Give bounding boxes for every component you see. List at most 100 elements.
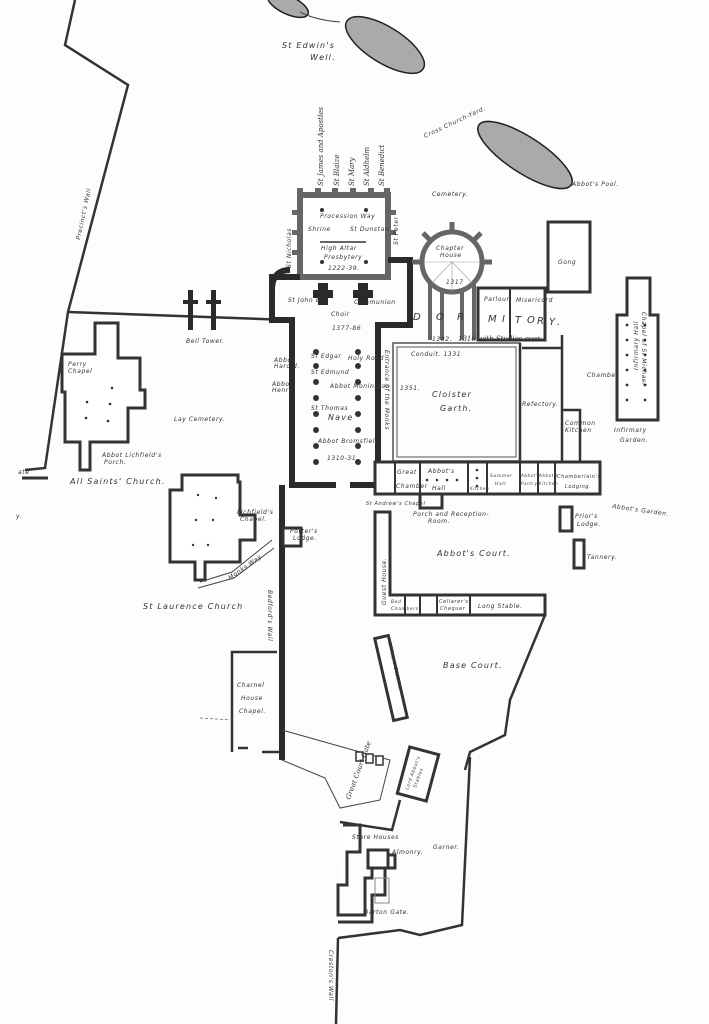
label-abbots-garden: Abbot's Garden. — [611, 503, 670, 518]
label-procession-way: Procession Way — [320, 213, 375, 220]
well-basin-upper — [266, 0, 310, 19]
label-pantry-1: Abbot's — [520, 473, 540, 478]
label-abbots-hall-2: Hall — [432, 485, 446, 492]
label-cellarer-2: Chequer — [440, 606, 466, 612]
refectory-walls — [518, 335, 582, 470]
label-abbots-pool: Abbot's Pool. — [571, 181, 619, 188]
monks-way-path-edge — [197, 547, 275, 589]
label-cloister-garth-1: Cloister — [432, 390, 472, 399]
label-dorm-o2: O — [527, 315, 538, 326]
label-st-edgar: St Edgar — [311, 353, 341, 360]
label-summer-hall-2: Hall — [495, 481, 506, 487]
label-chapter-date: 1317 — [446, 279, 464, 286]
base-court-boundary — [463, 614, 547, 771]
label-well-2: Well. — [310, 53, 336, 62]
label-abbots-kitchen-1: Abbot's — [538, 473, 558, 478]
label-abbot-bromsfield: Abbot Bromsfield — [317, 438, 379, 445]
gate-piers — [355, 751, 384, 766]
abbots-pool — [477, 120, 573, 190]
label-common-kitchen-2: Kitchen — [565, 427, 592, 434]
guest-house-range — [373, 510, 547, 617]
bell-tower — [183, 290, 221, 330]
label-chapel-4: St Aldhelm — [363, 147, 371, 186]
garner-boundary — [337, 756, 472, 940]
church-east-walls — [350, 257, 413, 488]
label-dorm-o: O — [436, 312, 447, 323]
st-laurence-pillars — [191, 493, 218, 547]
label-crestons-wall: Creston's Wall — [327, 950, 334, 1001]
label-porch-reception-1: Porch and Reception- — [413, 511, 489, 518]
label-st-dunstan: St Dunstan — [350, 226, 389, 233]
label-st-john: St John B. — [288, 297, 323, 304]
label-great-chamber-2: Chamber — [396, 483, 428, 490]
label-shrine: Shrine — [308, 226, 331, 233]
abbey-church — [269, 188, 413, 488]
label-cloister-date: 1351. — [400, 385, 420, 392]
label-gate-fragment: ate — [18, 469, 30, 476]
almonry-building — [366, 848, 390, 870]
label-tannery: Tannery. — [587, 554, 617, 561]
label-abbots-court: Abbot's Court. — [436, 549, 511, 558]
tannery — [572, 538, 586, 570]
label-dorm-r: R — [457, 312, 467, 323]
label-abbot-monington: Abbot Monington — [329, 383, 390, 390]
label-abbot-henry-1: Abbot — [271, 381, 293, 388]
label-st-edmund: St Edmund — [311, 369, 349, 376]
label-parlour: Parlour — [484, 296, 510, 303]
label-chapter-house-2: House — [440, 252, 462, 259]
label-infirmary-hall: Infirmary Hall — [633, 321, 640, 370]
label-chapel-2: St Blaize — [333, 155, 341, 186]
label-well-1: St Edwin's — [282, 41, 335, 50]
label-lichfield-chapel-2: Chapel. — [240, 516, 267, 523]
label-kitchen: Kitchen — [470, 486, 489, 491]
label-lichfield-porch-1: Abbot Lichfield's — [101, 452, 162, 459]
label-charnel-3: Chapel. — [239, 708, 266, 715]
label-abbot-harold-2: Harold. — [274, 363, 300, 370]
label-chamber: Chamber — [587, 372, 619, 379]
label-gong: Gong — [558, 259, 576, 266]
abbots-range — [373, 460, 602, 510]
chapter-house — [412, 222, 492, 340]
label-high-altar: High Altar — [321, 245, 357, 252]
guest-range-dividers — [404, 595, 471, 615]
label-abbot-henry-2: Henry. — [272, 387, 295, 394]
misericord-building — [476, 286, 547, 342]
label-lay-cemetery: Lay Cemetery. — [174, 416, 225, 423]
label-porters-lodge-1: Porter's — [290, 528, 318, 535]
st-laurence-church — [168, 473, 257, 582]
label-perry-chapel-2: Chapel — [68, 368, 92, 375]
charnel-house-chapel — [230, 650, 280, 754]
label-st-andrew: St Andrew's Chapel — [366, 501, 425, 507]
label-dorm-i: I — [502, 314, 508, 325]
label-bell-tower: Bell Tower. — [186, 338, 225, 345]
label-cemetery: Cemetery. — [432, 191, 468, 198]
label-abbots-kitchen-2: Kitchen — [539, 481, 558, 486]
label-bed-chambers-2: Chambers. — [391, 606, 421, 612]
label-garner: Garner. — [433, 844, 459, 851]
label-misericord: Misericord — [516, 297, 553, 304]
label-long-stable: Long Stable. — [478, 603, 523, 610]
monks-way-path — [199, 539, 273, 583]
label-porters-lodge-2: Lodge. — [293, 535, 317, 542]
almonry-complex — [336, 823, 397, 924]
label-chamberlain-1: Chamberlain's — [557, 474, 601, 480]
porters-lodge — [281, 526, 303, 548]
label-lichfield-porch-2: Porch. — [104, 459, 126, 466]
label-st-laurence: St Laurence Church — [143, 602, 243, 611]
label-holy-rood: Holy Rood — [348, 355, 384, 362]
label-st-nicholas: St Nicholas — [286, 228, 293, 268]
charnel-path — [199, 717, 233, 721]
label-communion: Communion — [354, 299, 396, 306]
gong-building — [546, 220, 592, 294]
label-charnel-2: House — [241, 695, 263, 702]
label-choir-date: 1377-86 — [332, 325, 361, 332]
st-edwins-well — [266, 0, 426, 75]
label-priors-lodge-1: Prior's — [575, 513, 598, 520]
label-conduit: Conduit. 1331 — [411, 351, 461, 358]
label-y-fragment: y. — [15, 513, 22, 520]
label-pantry-2: Pantry — [521, 481, 538, 486]
label-choir: Choir — [331, 311, 350, 318]
well-channel — [299, 11, 341, 23]
label-infirmary-garden-2: Garden. — [620, 437, 648, 444]
